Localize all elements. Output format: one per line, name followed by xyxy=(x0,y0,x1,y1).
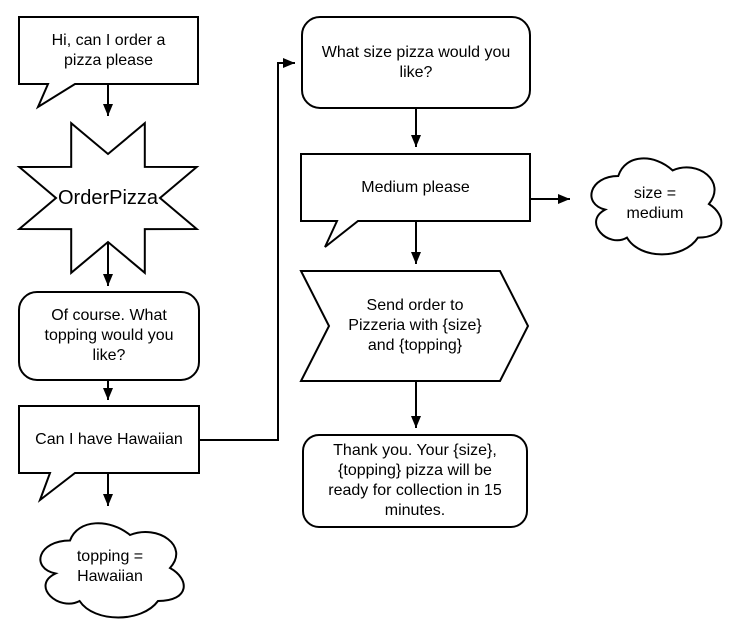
speech-bubble-user-topping-reply xyxy=(18,405,200,503)
cloud-topping-variable xyxy=(39,522,185,619)
rounded-rect-bot-size-question xyxy=(301,16,531,109)
speech-bubble-user-size-reply xyxy=(300,153,531,248)
rounded-rect-bot-topping-question xyxy=(18,291,200,381)
rounded-rect-bot-confirmation xyxy=(302,434,528,528)
star-intent xyxy=(16,121,200,275)
step-arrow-send-order xyxy=(299,270,530,382)
speech-bubble-user-greeting xyxy=(18,16,199,110)
connector-reply-to-size-question xyxy=(199,58,295,441)
cloud-size-variable xyxy=(590,157,723,256)
